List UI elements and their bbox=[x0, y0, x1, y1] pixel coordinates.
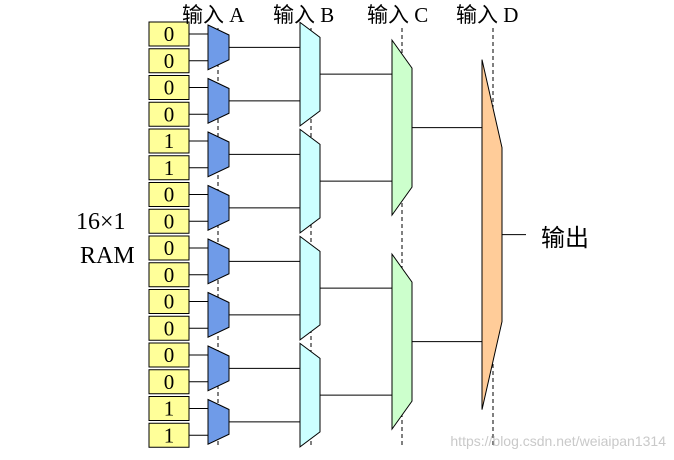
mux-tree bbox=[207, 21, 503, 448]
ram-cell bbox=[148, 208, 190, 234]
mux-a bbox=[207, 345, 230, 392]
ram-cell bbox=[148, 369, 190, 395]
mux-b bbox=[299, 128, 321, 234]
ram-bit: 1 bbox=[164, 397, 175, 421]
ram-cell bbox=[148, 342, 190, 368]
input-a-label: 输入 A bbox=[182, 3, 245, 27]
ram-cell bbox=[148, 422, 190, 448]
ram-bit: 0 bbox=[164, 76, 175, 100]
mux-a bbox=[207, 24, 230, 71]
mux-a bbox=[207, 184, 230, 232]
ram-bit: 1 bbox=[164, 129, 175, 153]
mux-c bbox=[391, 252, 413, 431]
mux-d bbox=[481, 59, 503, 410]
ram-bit: 0 bbox=[164, 343, 175, 367]
mux-a bbox=[207, 398, 230, 446]
mux-a bbox=[207, 238, 230, 285]
ram-cell bbox=[148, 75, 190, 100]
ram-bit: 0 bbox=[164, 290, 175, 314]
mux-a bbox=[207, 77, 230, 125]
ram-size-label: 16×1 bbox=[76, 209, 126, 235]
ram-cell bbox=[148, 128, 190, 154]
output-label: 输出 bbox=[541, 225, 589, 252]
ram-bit: 0 bbox=[164, 183, 175, 207]
ram-bit: 0 bbox=[164, 209, 175, 233]
ram-bit: 0 bbox=[164, 370, 175, 394]
ram-cell bbox=[148, 262, 190, 288]
ram-bit: 0 bbox=[164, 102, 175, 126]
ram-bit: 0 bbox=[164, 263, 175, 287]
ram-cell bbox=[148, 289, 190, 314]
ram-cell bbox=[148, 182, 190, 207]
mux-b bbox=[299, 21, 321, 127]
input-c-label: 输入 C bbox=[367, 3, 428, 27]
ram-bit: 0 bbox=[164, 316, 175, 340]
ram-cell bbox=[148, 396, 190, 421]
ram-cell bbox=[148, 48, 190, 74]
ram-bit: 1 bbox=[164, 423, 175, 447]
input-d-label: 输入 D bbox=[456, 3, 518, 27]
ram-cell bbox=[148, 315, 190, 341]
mux-c bbox=[391, 38, 413, 217]
input-b-label: 输入 B bbox=[273, 3, 334, 27]
ram-cell bbox=[148, 21, 190, 47]
ram-bit: 0 bbox=[164, 236, 175, 260]
ram-bit: 1 bbox=[164, 156, 175, 180]
ram-bit: 0 bbox=[164, 22, 175, 46]
watermark: https://blog.csdn.net/weiaipan1314 bbox=[450, 433, 666, 449]
wires bbox=[189, 33, 526, 436]
mux-a bbox=[207, 131, 230, 178]
ram-cell bbox=[148, 155, 190, 181]
mux-b bbox=[299, 235, 321, 341]
mux-b bbox=[299, 342, 321, 448]
mux-a bbox=[207, 291, 230, 339]
ram-cell bbox=[148, 235, 190, 261]
ram-bit: 0 bbox=[164, 49, 175, 73]
ram-type-label: RAM bbox=[80, 243, 135, 269]
ram-cell bbox=[148, 101, 190, 127]
select-lines bbox=[217, 28, 494, 446]
